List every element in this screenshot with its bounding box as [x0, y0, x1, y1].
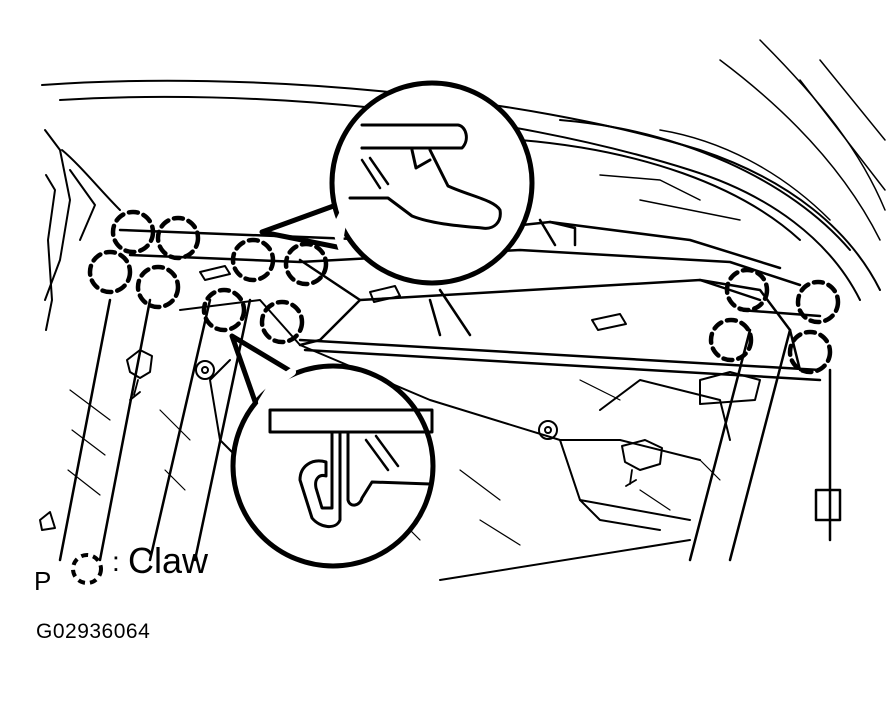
vehicle-body-lines	[41, 39, 886, 331]
seat-belts	[58, 298, 842, 562]
legend-label: Claw	[128, 540, 209, 581]
claw-marker	[724, 267, 770, 313]
upper-callout	[259, 80, 535, 286]
claw-marker	[795, 279, 841, 325]
claw-marker	[110, 209, 156, 255]
claw-marker	[87, 249, 133, 295]
legend-separator: :	[112, 546, 120, 577]
claw-marker	[283, 241, 329, 287]
claw-marker	[230, 237, 276, 283]
legend-letter: P	[34, 566, 52, 596]
claw-marker	[155, 215, 201, 261]
claw-marker	[201, 287, 247, 333]
package-tray	[118, 218, 822, 382]
dashed-circle-icon	[71, 553, 103, 585]
claw-marker	[708, 317, 754, 363]
claw-marker	[259, 299, 305, 345]
claw-marker	[135, 264, 181, 310]
hatching	[67, 379, 721, 546]
figure-id: G02936064	[36, 620, 151, 643]
claw-marker	[787, 329, 833, 375]
lower-callout	[229, 333, 436, 569]
claw-markers	[87, 209, 841, 375]
